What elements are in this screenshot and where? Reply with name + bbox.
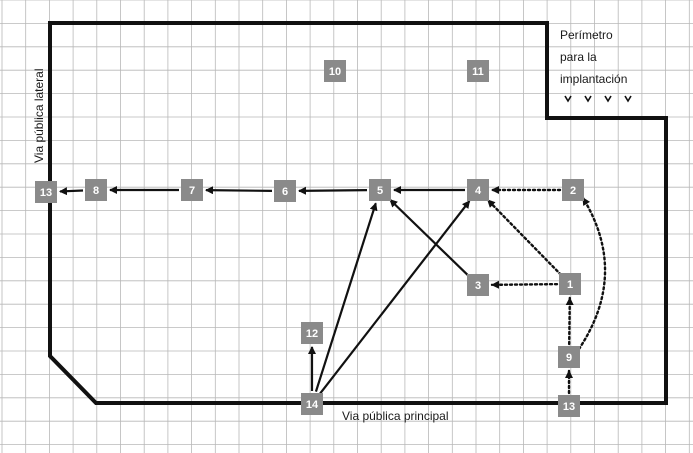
node-label: 13 bbox=[40, 187, 52, 199]
perimeter-chevron-icon bbox=[604, 95, 612, 103]
node-n10: 10 bbox=[324, 60, 346, 82]
edge-n8-to-n13a bbox=[58, 187, 84, 196]
node-label: 9 bbox=[566, 352, 572, 364]
perimeter-chevron-icon bbox=[624, 95, 632, 103]
node-label: 13 bbox=[563, 401, 575, 413]
perimeter-arrows bbox=[564, 95, 632, 103]
perimeter-chevron-icon bbox=[564, 95, 572, 103]
node-n13a: 13 bbox=[35, 181, 57, 203]
perimeter-label-line1: Perímetro bbox=[560, 28, 613, 42]
side-road-label: Via pública lateral bbox=[32, 68, 46, 163]
edge-n1-to-n3 bbox=[490, 280, 559, 289]
node-label: 11 bbox=[472, 66, 484, 78]
node-n8: 8 bbox=[85, 179, 107, 201]
edge-n1-to-n4 bbox=[486, 198, 563, 276]
node-n11: 11 bbox=[467, 60, 489, 82]
node-label: 8 bbox=[93, 185, 99, 197]
edge-n9-to-n1 bbox=[565, 296, 574, 346]
node-n3: 3 bbox=[467, 274, 489, 296]
edge-n5-to-n6 bbox=[297, 186, 368, 195]
node-n9: 9 bbox=[558, 346, 580, 368]
perimeter-chevron-icon bbox=[584, 95, 592, 103]
node-label: 10 bbox=[329, 66, 341, 78]
flow-arrows bbox=[58, 186, 607, 395]
node-label: 5 bbox=[377, 185, 383, 197]
node-label: 4 bbox=[475, 185, 482, 197]
node-n14: 14 bbox=[301, 393, 323, 415]
node-n2: 2 bbox=[562, 179, 584, 201]
edge-n14-to-n4 bbox=[319, 200, 471, 395]
edge-n3-to-n5 bbox=[389, 198, 470, 277]
zone-nodes: 13 8 7 6 5 4 2 10 11 3 1 12 9 14 13 bbox=[35, 60, 584, 417]
edge-n14-to-n5 bbox=[314, 202, 378, 392]
node-label: 6 bbox=[282, 186, 288, 198]
perimeter-label-line2: para la bbox=[560, 50, 597, 64]
node-label: 12 bbox=[306, 328, 318, 340]
node-label: 14 bbox=[306, 399, 319, 411]
edge-n9-to-n2 bbox=[577, 196, 607, 351]
node-n4: 4 bbox=[467, 179, 489, 201]
perimeter-label-line3: implantación bbox=[560, 72, 627, 86]
node-n6: 6 bbox=[274, 180, 296, 202]
node-n7: 7 bbox=[181, 179, 203, 201]
node-n1: 1 bbox=[559, 273, 581, 295]
edge-n6-to-n7 bbox=[204, 186, 273, 195]
node-label: 1 bbox=[567, 279, 573, 291]
node-n5: 5 bbox=[369, 179, 391, 201]
node-label: 3 bbox=[475, 280, 481, 292]
site-boundary bbox=[48, 21, 668, 405]
node-label: 7 bbox=[189, 185, 195, 197]
node-label: 2 bbox=[570, 185, 576, 197]
node-n13b: 13 bbox=[558, 395, 580, 417]
main-road-label: Via pública principal bbox=[342, 409, 449, 423]
node-n12: 12 bbox=[301, 322, 323, 344]
